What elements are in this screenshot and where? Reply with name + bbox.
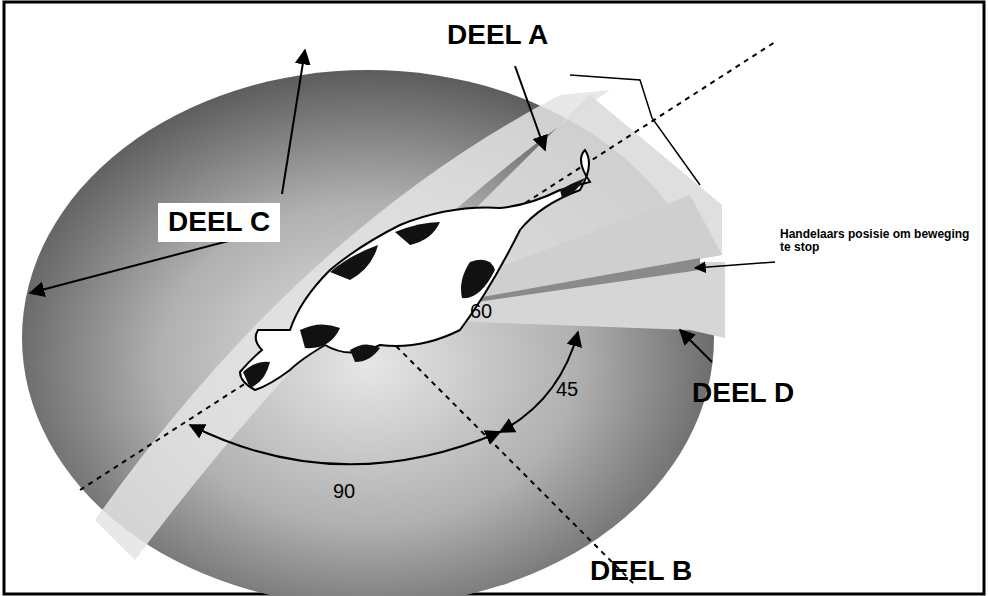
part-label: DEEL B (590, 556, 692, 587)
angle-number: 90 (333, 480, 355, 502)
angle-number: 60 (470, 300, 492, 322)
handler-note: Handelaars posisie om beweging te stop (780, 228, 980, 254)
angle-number: 45 (556, 378, 578, 400)
part-label: DEEL C (158, 203, 280, 242)
part-label: DEEL A (447, 20, 548, 51)
cow (240, 150, 590, 390)
part-label: DEEL D (692, 378, 794, 409)
